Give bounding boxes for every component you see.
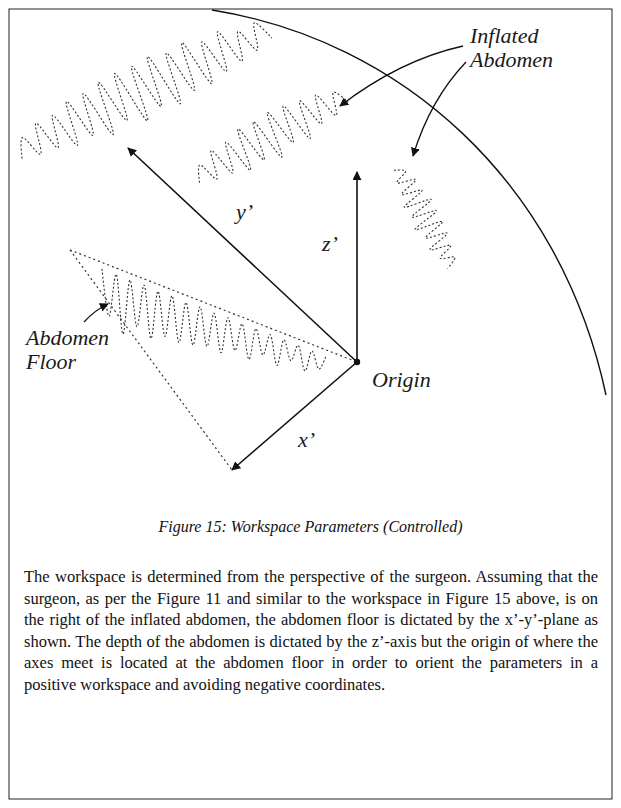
tissue-wave [21, 23, 272, 159]
axis-label: x’ [298, 428, 315, 452]
abdomen-wall [212, 10, 606, 395]
body-paragraph: The workspace is determined from the per… [24, 566, 598, 695]
axis-label: z’ [322, 232, 338, 256]
tissue-wave [394, 170, 455, 269]
tissue-hatching [21, 23, 455, 371]
floor-edge [70, 250, 357, 362]
axis-label: y’ [236, 200, 253, 224]
tissue-wave [102, 269, 326, 371]
leader-arrow [340, 46, 463, 106]
leader-arrow [84, 304, 108, 322]
floor-edge [70, 250, 232, 470]
origin-label: Origin [372, 368, 431, 392]
region-label: Abdomen Floor [26, 326, 118, 374]
y-axis [128, 148, 357, 362]
region-label: Inflated Abdomen [470, 24, 574, 72]
z-axis [356, 172, 358, 362]
origin-dot [354, 359, 360, 365]
frame-border [9, 9, 612, 799]
tissue-wave [199, 92, 349, 183]
x-axis [232, 362, 357, 470]
leader-arrow [413, 62, 466, 156]
figure-caption: Figure 15: Workspace Parameters (Control… [0, 518, 621, 536]
